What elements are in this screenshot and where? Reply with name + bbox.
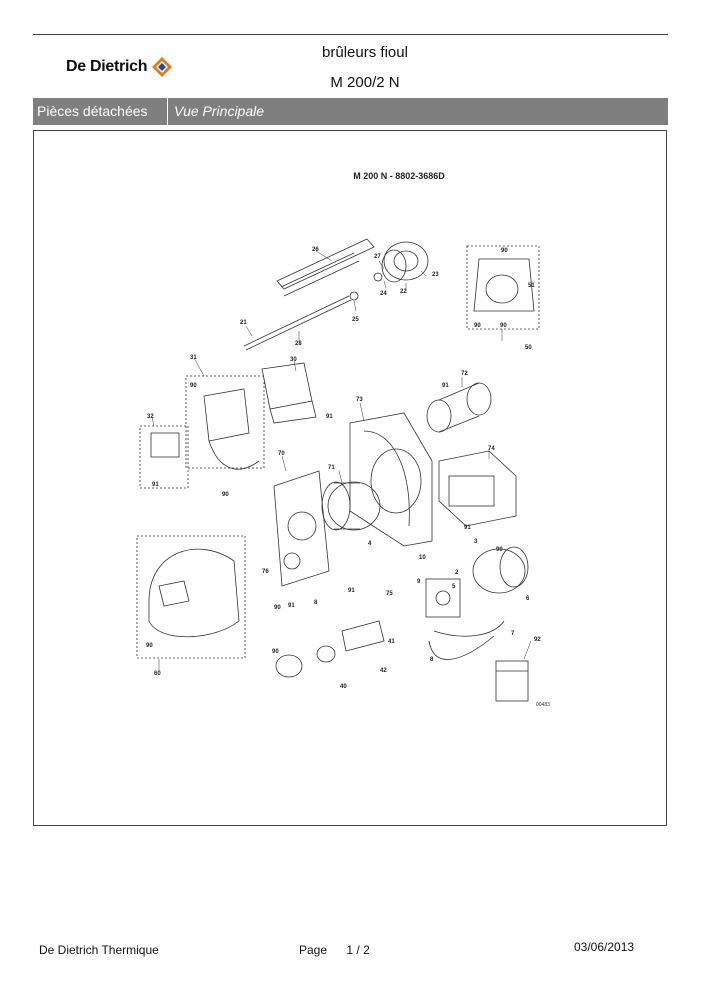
air-inlet-box xyxy=(438,450,517,527)
callout-71: 71 xyxy=(328,465,335,471)
control-box xyxy=(203,388,260,470)
burner-flange xyxy=(473,258,535,312)
callout-6: 6 xyxy=(526,596,530,602)
callout-50: 50 xyxy=(525,345,532,351)
product-model-title: M 200/2 N xyxy=(330,74,400,91)
callout-60: 60 xyxy=(154,671,161,677)
callout-7: 7 xyxy=(511,631,515,637)
callout-31: 31 xyxy=(190,355,197,361)
callout-91-bracket: 91 xyxy=(348,588,355,594)
callout-74: 74 xyxy=(488,446,495,452)
callout-90-flange: 90 xyxy=(501,248,508,254)
diamond-logo-icon xyxy=(152,57,173,77)
callout-90-nozzle: 90 xyxy=(272,649,279,655)
callout-30: 30 xyxy=(290,357,297,363)
blast-tube xyxy=(426,382,492,433)
burner-cover xyxy=(148,548,240,638)
header-rule xyxy=(33,34,668,35)
page-label: Page xyxy=(299,943,328,957)
mounting-plate xyxy=(273,470,330,587)
product-family-title: brûleurs fioul xyxy=(322,44,408,61)
callout-labels: 26 27 23 22 24 25 21 28 90 51 90 90 50 3… xyxy=(146,247,541,690)
callout-90-flange-b: 90 xyxy=(474,323,481,329)
callout-41: 41 xyxy=(388,639,395,645)
callout-28: 28 xyxy=(295,341,302,347)
exploded-view-frame: M 200 N - 8802-3686D xyxy=(33,130,667,826)
callout-5: 5 xyxy=(452,584,456,590)
electrode-rod-assembly xyxy=(243,238,375,351)
oil-pump xyxy=(425,578,461,618)
callout-24: 24 xyxy=(380,291,387,297)
page-current: 1 xyxy=(346,943,354,957)
exploded-parts-diagram: 26 27 23 22 24 25 21 28 90 51 90 90 50 3… xyxy=(136,238,541,702)
burner-head xyxy=(373,241,429,283)
callout-27: 27 xyxy=(374,254,381,260)
callout-91-inlet: 91 xyxy=(464,525,471,531)
callout-91-ctrl: 91 xyxy=(326,414,333,420)
callout-3: 3 xyxy=(474,539,478,545)
callout-32: 32 xyxy=(147,414,154,420)
callout-51: 51 xyxy=(528,283,535,289)
callout-22: 22 xyxy=(400,289,407,295)
callout-76: 76 xyxy=(262,569,269,575)
diagram-title: M 200 N - 8802-3686D xyxy=(353,171,445,181)
callout-91-box: 91 xyxy=(152,482,159,488)
section-label: Pièces détachées xyxy=(33,98,168,125)
callout-10: 10 xyxy=(419,555,426,561)
footer-page-indicator: Page 1 / 2 xyxy=(299,943,370,957)
air-housing xyxy=(349,412,433,547)
fan-wheel xyxy=(321,481,381,531)
callout-92: 92 xyxy=(534,637,541,643)
callout-25: 25 xyxy=(352,317,359,323)
callout-91-plate: 91 xyxy=(288,603,295,609)
callout-40: 40 xyxy=(340,684,347,690)
callout-90-ctrl: 90 xyxy=(190,383,197,389)
footer-date: 03/06/2013 xyxy=(574,940,635,954)
page-total: 2 xyxy=(363,943,370,957)
callout-8-pump: 8 xyxy=(430,657,434,663)
brand-logo: De Dietrich xyxy=(66,56,173,78)
callout-75: 75 xyxy=(386,591,393,597)
callout-90-cover: 90 xyxy=(146,643,153,649)
callout-26: 26 xyxy=(312,247,319,253)
callout-73: 73 xyxy=(356,397,363,403)
callout-90-motor: 90 xyxy=(496,547,503,553)
view-label: Vue Principale xyxy=(174,103,265,119)
callout-4: 4 xyxy=(368,541,372,547)
callout-2: 2 xyxy=(455,570,459,576)
callout-8-plate: 8 xyxy=(314,600,318,606)
callout-91-tube: 91 xyxy=(442,383,449,389)
callout-21: 21 xyxy=(240,320,247,326)
brand-name: De Dietrich xyxy=(66,58,148,75)
motor xyxy=(472,546,529,594)
callout-72: 72 xyxy=(461,371,468,377)
page-separator: / xyxy=(356,943,360,957)
callout-90-plate-b: 90 xyxy=(274,605,281,611)
section-banner: Pièces détachées Vue Principale xyxy=(33,98,668,125)
callout-23: 23 xyxy=(432,272,439,278)
footer-company: De Dietrich Thermique xyxy=(39,943,159,957)
callout-90-plate: 90 xyxy=(222,492,229,498)
callout-42: 42 xyxy=(380,668,387,674)
callout-9: 9 xyxy=(417,579,421,585)
callout-90-flange-c: 90 xyxy=(500,323,507,329)
callout-70: 70 xyxy=(278,451,285,457)
drawing-ref-code: 00483 xyxy=(536,702,550,708)
